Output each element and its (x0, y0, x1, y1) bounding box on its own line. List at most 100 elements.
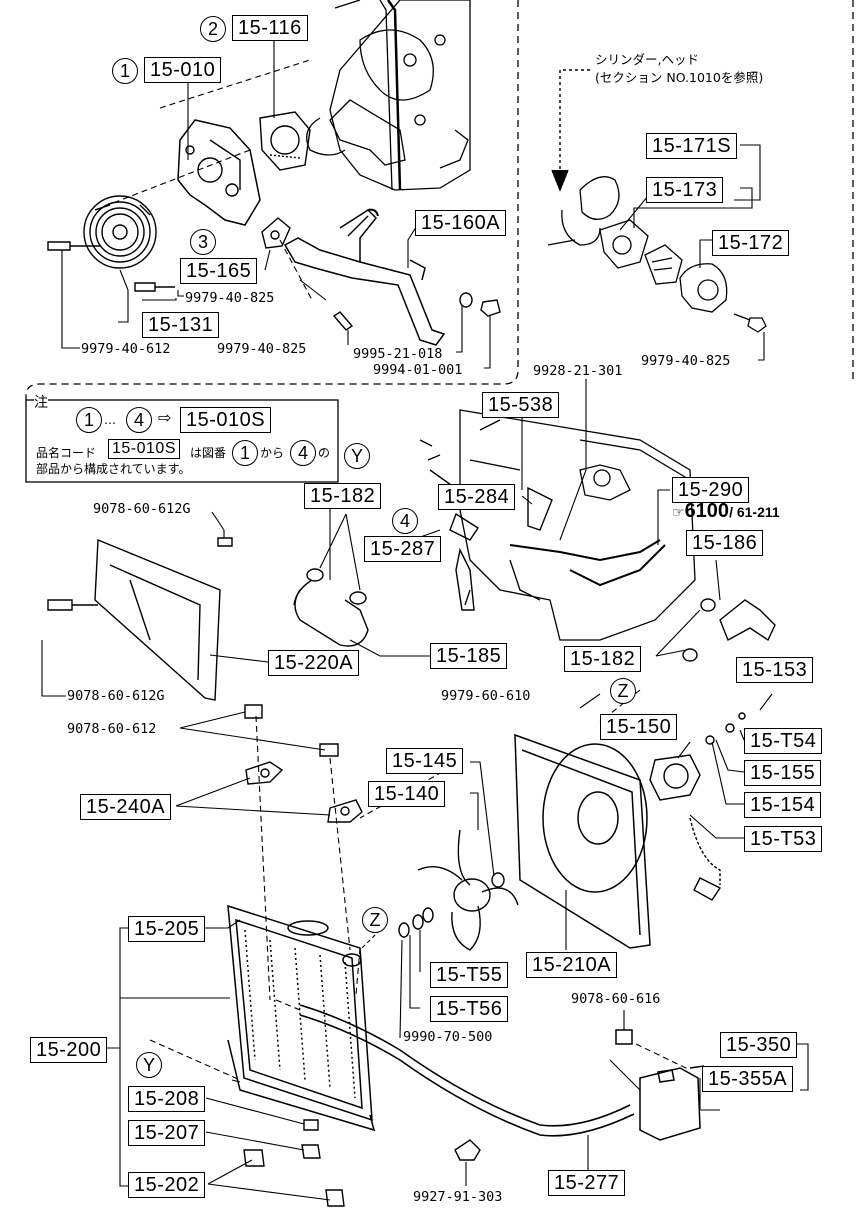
part-15-T56[interactable]: 15-T56 (430, 996, 509, 1022)
note-marker-4: 4 (126, 407, 152, 433)
note-arrow: ⇨ (158, 408, 172, 427)
part-15-155[interactable]: 15-155 (744, 760, 822, 786)
note-range-sep: … (104, 413, 116, 427)
note-line2-d: の (318, 446, 331, 460)
part-15-T53[interactable]: 15-T53 (744, 826, 823, 852)
part-15-220A[interactable]: 15-220A (268, 650, 360, 676)
note-line2-b: は図番 (190, 446, 227, 460)
cylinder-head-arrow (559, 69, 590, 180)
part-15-287[interactable]: 15-287 (364, 536, 442, 562)
note-kit-ref[interactable]: 15-010S (108, 439, 180, 459)
part-15-010[interactable]: 15-010 (144, 57, 222, 83)
marker-4: 4 (392, 508, 418, 534)
code-9078-60-612: 9078-60-612 (66, 721, 158, 737)
part-15-171S[interactable]: 15-171S (646, 133, 738, 159)
cylinder-head-ref-line1: シリンダー,ヘッド (595, 52, 699, 67)
note-ref-4: 4 (290, 440, 316, 466)
part-15-277[interactable]: 15-277 (548, 1170, 626, 1196)
marker-Y-top: Y (344, 443, 370, 469)
shroud-panel (47, 537, 233, 701)
marker-3: 3 (190, 229, 216, 255)
marker-Y-radiator: Y (136, 1052, 162, 1078)
hose-185 (293, 568, 369, 647)
part-15-350[interactable]: 15-350 (720, 1032, 798, 1058)
thermostat-group (547, 176, 767, 333)
marker-2: 2 (200, 16, 226, 42)
code-9078-60-612G-a: 9078-60-612G (92, 501, 192, 517)
part-15-160A[interactable]: 15-160A (415, 210, 507, 236)
part-15-202[interactable]: 15-202 (128, 1172, 206, 1198)
note-line2-c: から (260, 446, 285, 460)
part-15-185[interactable]: 15-185 (430, 643, 508, 669)
code-9927-91-303: 9927-91-303 (412, 1189, 504, 1205)
code-9078-60-612G-b: 9078-60-612G (66, 688, 166, 704)
note-box (25, 399, 339, 483)
washer-nut (459, 292, 501, 317)
part-15-186[interactable]: 15-186 (686, 530, 764, 556)
section-borders (25, 0, 854, 400)
hose-186 (682, 598, 776, 662)
bolts-top-left (47, 241, 354, 331)
fan-shroud (514, 733, 651, 949)
part-15-T55[interactable]: 15-T55 (430, 962, 509, 988)
note-marker-1: 1 (76, 407, 102, 433)
hose-clip (454, 1139, 481, 1161)
code-9979-60-610: 9979-60-610 (440, 688, 532, 704)
engine-block-top (306, 0, 471, 191)
water-pipe (283, 208, 446, 346)
part-15-284[interactable]: 15-284 (438, 484, 516, 510)
part-15-173[interactable]: 15-173 (646, 177, 724, 203)
part-15-172[interactable]: 15-172 (712, 230, 790, 256)
gasket-3 (261, 217, 291, 249)
part-15-153[interactable]: 15-153 (736, 657, 814, 683)
part-15-182-b[interactable]: 15-182 (564, 646, 642, 672)
pump-pulley (83, 195, 157, 269)
part-15-131[interactable]: 15-131 (142, 312, 220, 338)
radiator (227, 904, 376, 1132)
part-15-154[interactable]: 15-154 (744, 792, 822, 818)
code-9928-21-301: 9928-21-301 (532, 363, 624, 379)
note-title: 注 (34, 395, 48, 411)
note-ref-1: 1 (232, 440, 258, 466)
part-15-208[interactable]: 15-208 (128, 1086, 206, 1112)
water-pump (177, 119, 261, 226)
drain-parts (243, 1119, 345, 1207)
marker-Z-radiator: Z (362, 907, 388, 933)
part-15-210A[interactable]: 15-210A (526, 952, 618, 978)
part-15-182-a[interactable]: 15-182 (304, 483, 382, 509)
part-15-538[interactable]: 15-538 (482, 392, 560, 418)
code-9990-70-500: 9990-70-500 (402, 1029, 494, 1045)
code-9994-01-001: 9994-01-001 (372, 362, 464, 378)
note-line3: 部品から構成されています。 (36, 462, 191, 476)
gasket-pump (259, 111, 311, 171)
part-15-205[interactable]: 15-205 (128, 916, 206, 942)
part-15-355A[interactable]: 15-355A (702, 1066, 794, 1092)
part-15-T54[interactable]: 15-T54 (744, 728, 823, 754)
part-15-116[interactable]: 15-116 (232, 15, 308, 41)
marker-1: 1 (112, 58, 138, 84)
marker-Z-right: Z (610, 678, 636, 704)
part-15-207[interactable]: 15-207 (128, 1120, 206, 1146)
cylinder-head-ref-line2: (セクション NO.1010を参照) (595, 70, 764, 85)
fan-blades (417, 829, 519, 951)
code-9995-21-018: 9995-21-018 (352, 346, 444, 362)
code-9979-40-612: 9979-40-612 (80, 341, 172, 357)
engine-block-middle (459, 409, 696, 641)
note-kit-15-010S[interactable]: 15-010S (180, 407, 272, 433)
overflow-hose (299, 1004, 635, 1137)
page-ref-6100[interactable]: ☞6100/ 61-211 (672, 500, 780, 522)
code-9979-40-825-a: 9979-40-825 (184, 290, 276, 306)
part-15-150[interactable]: 15-150 (600, 714, 678, 740)
note-line2-a: 品名コード (36, 446, 97, 460)
reservoir-tank (615, 1029, 705, 1141)
part-15-145[interactable]: 15-145 (386, 748, 464, 774)
code-9078-60-616: 9078-60-616 (570, 991, 662, 1007)
code-9979-40-825-b: 9979-40-825 (216, 341, 308, 357)
part-15-290[interactable]: 15-290 (672, 477, 750, 503)
part-15-140[interactable]: 15-140 (368, 781, 446, 807)
part-15-165[interactable]: 15-165 (180, 258, 258, 284)
part-15-240A[interactable]: 15-240A (80, 794, 172, 820)
part-15-200[interactable]: 15-200 (30, 1037, 108, 1063)
fan-washers (398, 907, 434, 938)
